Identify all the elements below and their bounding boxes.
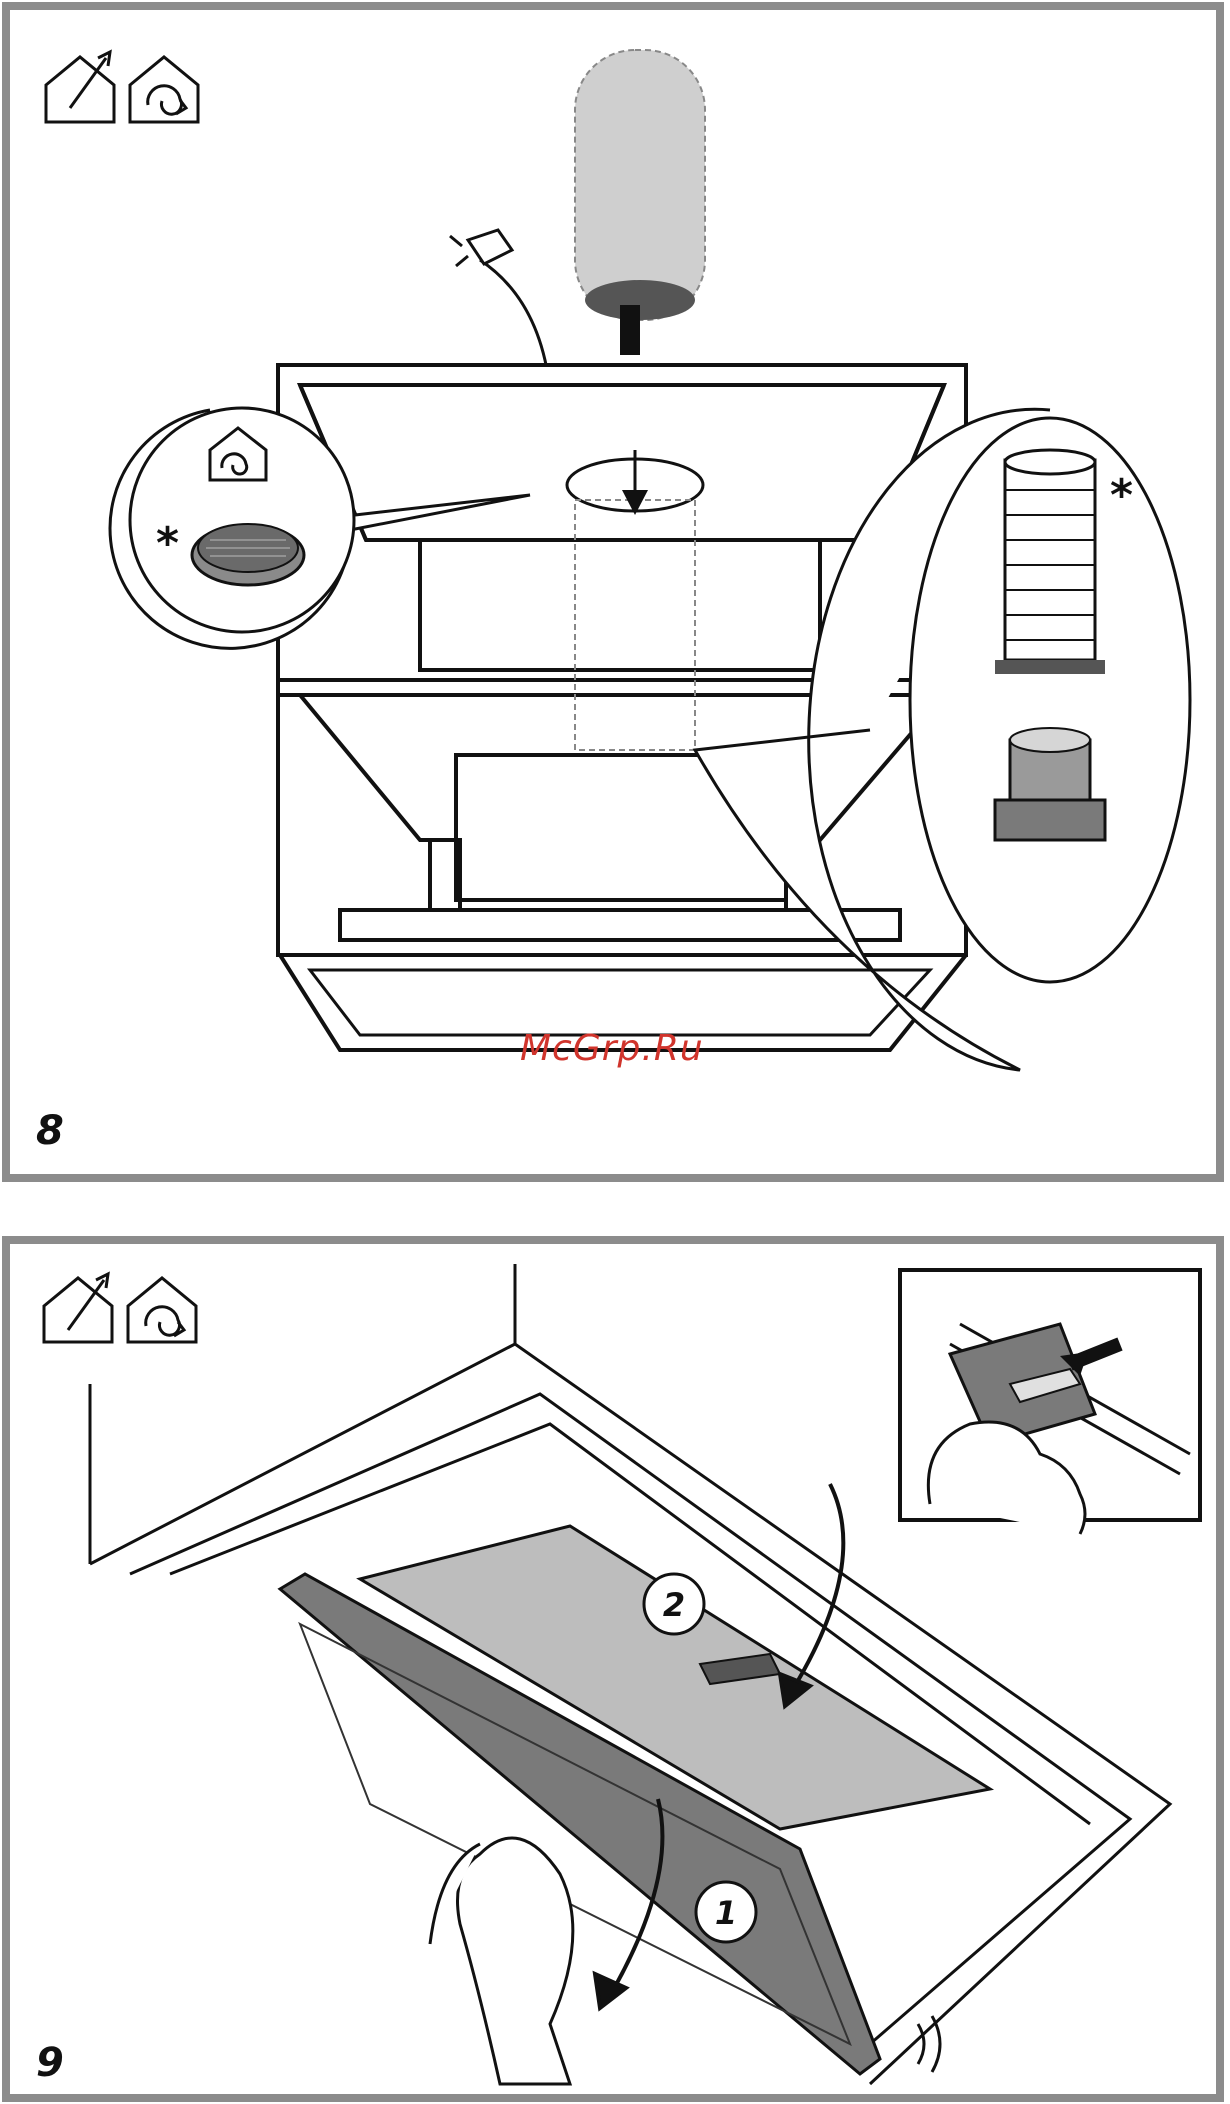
house-extraction-icon bbox=[46, 52, 114, 122]
step-1-label: 1 bbox=[715, 1894, 737, 1932]
watermark-text: McGrp.Ru bbox=[520, 1028, 704, 1069]
optional-marker-left: * bbox=[156, 518, 179, 569]
step-2-label: 2 bbox=[663, 1586, 685, 1624]
vibration-marks bbox=[918, 2016, 940, 2072]
figure-8-illustration: * * bbox=[10, 10, 1216, 1174]
house-recirculation-icon bbox=[130, 57, 198, 122]
figure-9-illustration: 2 1 bbox=[10, 1244, 1216, 2094]
hands bbox=[430, 1838, 573, 2084]
figure-9-panel: 2 1 9 bbox=[2, 1236, 1224, 2102]
figure-number: 9 bbox=[36, 2040, 64, 2086]
flexible-duct-dashed bbox=[575, 50, 705, 320]
optional-marker-right: * bbox=[1110, 470, 1133, 521]
figure-number: 8 bbox=[36, 1108, 64, 1154]
step-2-badge: 2 bbox=[644, 1574, 704, 1634]
house-extraction-icon bbox=[44, 1274, 112, 1342]
latch-detail-inset bbox=[900, 1270, 1200, 1534]
figure-8-panel: * * 8 bbox=[2, 2, 1224, 1182]
house-recirculation-icon bbox=[128, 1278, 196, 1342]
install-arrow-down bbox=[620, 305, 640, 355]
step-1-badge: 1 bbox=[696, 1882, 756, 1942]
